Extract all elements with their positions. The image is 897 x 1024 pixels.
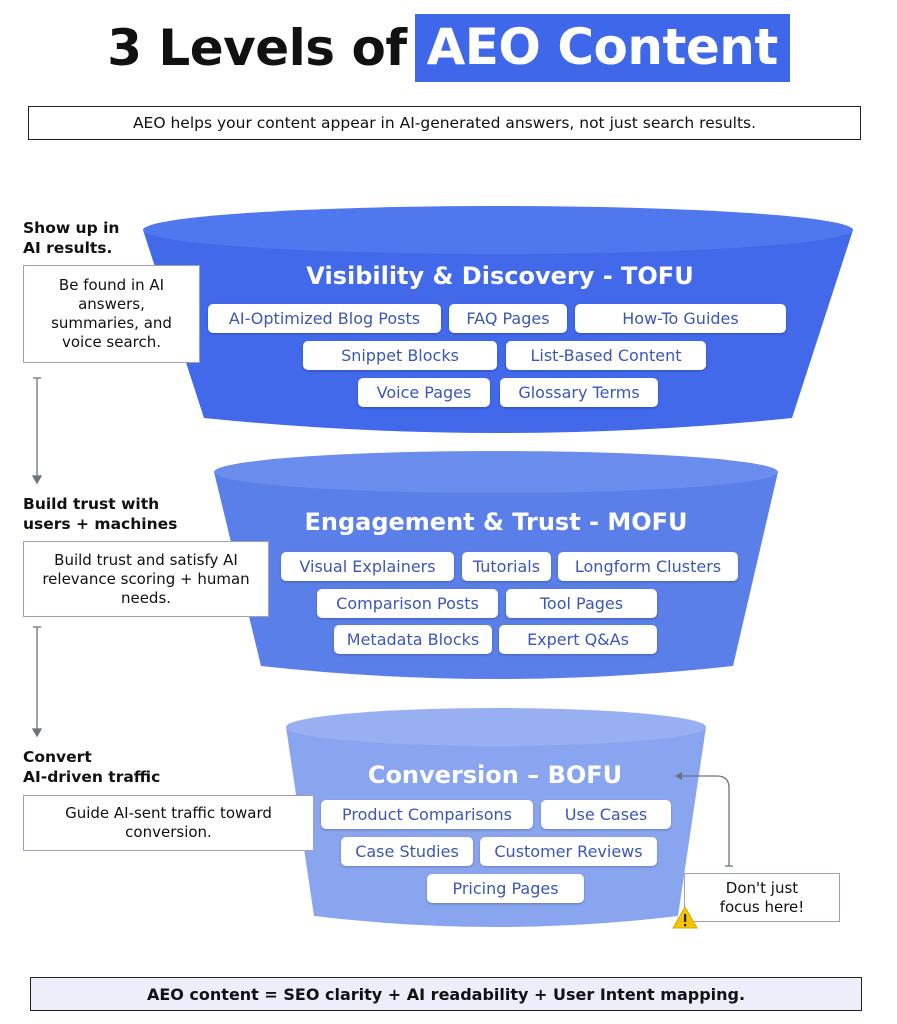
tag-glossary-terms: Glossary Terms (500, 378, 658, 407)
note-text: Don't just focus here! (719, 878, 805, 916)
footer-text: AEO content = SEO clarity + AI readabili… (146, 984, 746, 1004)
tag-how-to-guides: How-To Guides (575, 304, 786, 333)
tag-ai-optimized-blog-posts: AI-Optimized Blog Posts (208, 304, 441, 333)
tag-product-comparisons: Product Comparisons (321, 800, 533, 829)
side-box-mofu: Build trust and satisfy AI relevance sco… (23, 541, 269, 617)
side-box-tofu: Be found in AI answers, summaries, and v… (23, 265, 200, 363)
callout-arrow-line (680, 775, 730, 866)
warning-icon (672, 906, 698, 929)
tag-tutorials: Tutorials (462, 552, 551, 581)
tag-use-cases: Use Cases (541, 800, 671, 829)
side-heading-mofu: Build trust with users + machines (23, 495, 178, 533)
title-highlight: AEO Content (414, 14, 790, 82)
tag-comparison-posts: Comparison Posts (317, 589, 498, 618)
subtitle-text: AEO helps your content appear in AI-gene… (132, 114, 757, 132)
arrow-icon (675, 772, 682, 780)
tag-pricing-pages: Pricing Pages (427, 874, 584, 903)
side-box-bofu: Guide AI-sent traffic toward conversion. (23, 795, 314, 851)
tag-voice-pages: Voice Pages (358, 378, 490, 407)
tag-customer-reviews: Customer Reviews (480, 837, 657, 866)
subtitle-box: AEO helps your content appear in AI-gene… (28, 106, 861, 140)
side-text-bofu: Guide AI-sent traffic toward conversion. (65, 804, 272, 841)
tag-tool-pages: Tool Pages (506, 589, 657, 618)
side-heading-bofu: Convert AI-driven traffic (23, 748, 161, 786)
funnel-mofu-rim (214, 451, 778, 493)
title-prefix: 3 Levels of (107, 19, 407, 77)
side-text-tofu: Be found in AI answers, summaries, and v… (51, 276, 172, 351)
stage-heading-tofu: Visibility & Discovery - TOFU (306, 262, 694, 290)
arrow-icon (31, 728, 43, 738)
tag-case-studies: Case Studies (341, 837, 473, 866)
tag-metadata-blocks: Metadata Blocks (334, 625, 492, 654)
tag-longform-clusters: Longform Clusters (558, 552, 738, 581)
side-text-mofu: Build trust and satisfy AI relevance sco… (42, 550, 250, 607)
arrow-icon (31, 475, 43, 485)
tag-snippet-blocks: Snippet Blocks (303, 341, 497, 370)
tag-expert-qas: Expert Q&As (499, 625, 657, 654)
side-heading-tofu: Show up in AI results. (23, 219, 120, 257)
stage-heading-bofu: Conversion – BOFU (367, 761, 623, 789)
footer-formula: AEO content = SEO clarity + AI readabili… (30, 977, 862, 1011)
tag-list-based-content: List-Based Content (506, 341, 706, 370)
stage-heading-mofu: Engagement & Trust - MOFU (304, 508, 688, 536)
funnel-tofu-rim (143, 206, 853, 254)
tag-visual-explainers: Visual Explainers (281, 552, 454, 581)
tag-faq-pages: FAQ Pages (449, 304, 567, 333)
note-box: Don't just focus here! (684, 873, 840, 922)
funnel-bofu-rim (286, 708, 706, 746)
